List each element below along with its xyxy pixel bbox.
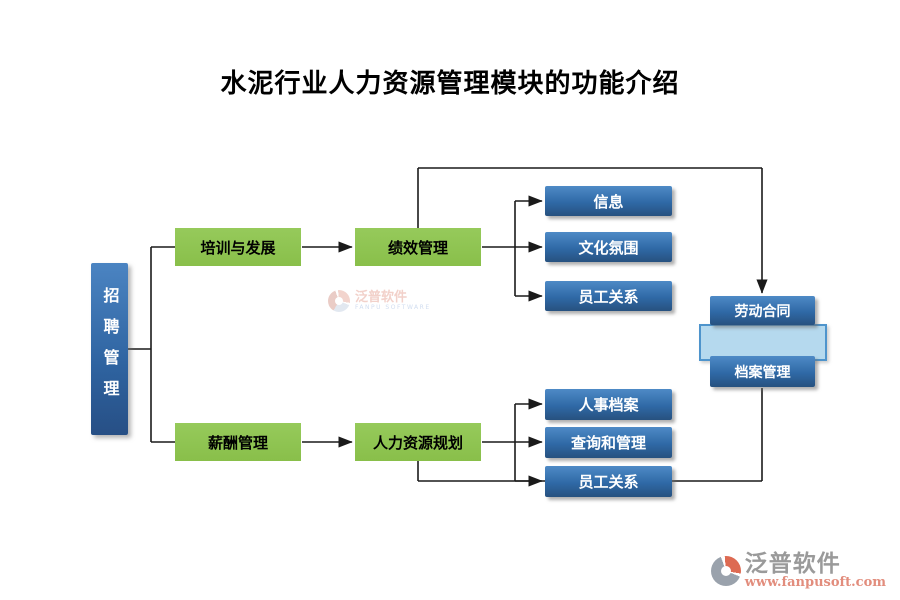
node-training: 培训与发展 <box>175 228 301 266</box>
footer-brand: 泛普软件 www.fanpusoft.com <box>710 551 886 591</box>
node-info-label: 信息 <box>593 192 624 211</box>
node-culture: 文化氛围 <box>545 232 672 262</box>
fanpu-logo-icon <box>328 290 350 312</box>
node-recruitment-label: 招聘管理 <box>100 287 120 411</box>
page-title: 水泥行业人力资源管理模块的功能介绍 <box>220 69 680 99</box>
node-salary-label: 薪酬管理 <box>207 433 268 452</box>
watermark-subtext: FANPU SOFTWARE <box>355 303 431 311</box>
node-employee-relations-top: 员工关系 <box>545 281 672 311</box>
node-archive-management: 档案管理 <box>710 356 815 387</box>
node-personnel-files-label: 人事档案 <box>578 396 639 414</box>
center-watermark: 泛普软件 FANPU SOFTWARE <box>328 290 431 312</box>
footer-brand-url: www.fanpusoft.com <box>744 575 886 591</box>
fanpu-logo-icon <box>710 556 741 587</box>
node-info: 信息 <box>545 186 672 216</box>
node-query-management: 查询和管理 <box>545 427 672 458</box>
node-hr-planning: 人力资源规划 <box>355 423 481 461</box>
node-performance-label: 绩效管理 <box>387 238 448 257</box>
node-query-management-label: 查询和管理 <box>570 434 646 452</box>
node-personnel-files: 人事档案 <box>545 389 672 420</box>
node-labor-contract-label: 劳动合同 <box>734 303 791 320</box>
node-employee-relations-bottom: 员工关系 <box>545 466 672 497</box>
node-hr-planning-label: 人力资源规划 <box>372 433 463 452</box>
node-recruitment: 招聘管理 <box>91 263 128 435</box>
node-training-label: 培训与发展 <box>200 238 276 257</box>
node-employee-relations-bottom-label: 员工关系 <box>578 473 639 491</box>
highlight-bar <box>699 324 827 361</box>
watermark-brand: 泛普软件 <box>355 289 408 305</box>
node-archive-management-label: 档案管理 <box>734 364 791 381</box>
node-employee-relations-top-label: 员工关系 <box>578 287 639 306</box>
node-labor-contract: 劳动合同 <box>710 296 815 325</box>
node-performance: 绩效管理 <box>355 228 481 266</box>
node-culture-label: 文化氛围 <box>578 238 639 257</box>
footer-brand-name: 泛普软件 <box>744 551 841 578</box>
node-salary: 薪酬管理 <box>175 423 301 461</box>
